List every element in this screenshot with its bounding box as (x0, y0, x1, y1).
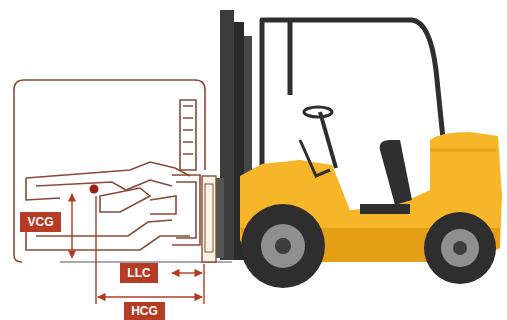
dimension-text: HCG (131, 304, 158, 318)
dimension-text: VCG (27, 215, 53, 229)
dimension-label: LLC (120, 263, 158, 283)
dimension-label: VCG (20, 212, 61, 232)
load-outline (14, 80, 205, 262)
overhead-guard (262, 20, 446, 168)
dimension-label: HCG (124, 302, 165, 320)
dimension-text: LLC (127, 266, 150, 280)
dimension-lines (72, 194, 204, 304)
